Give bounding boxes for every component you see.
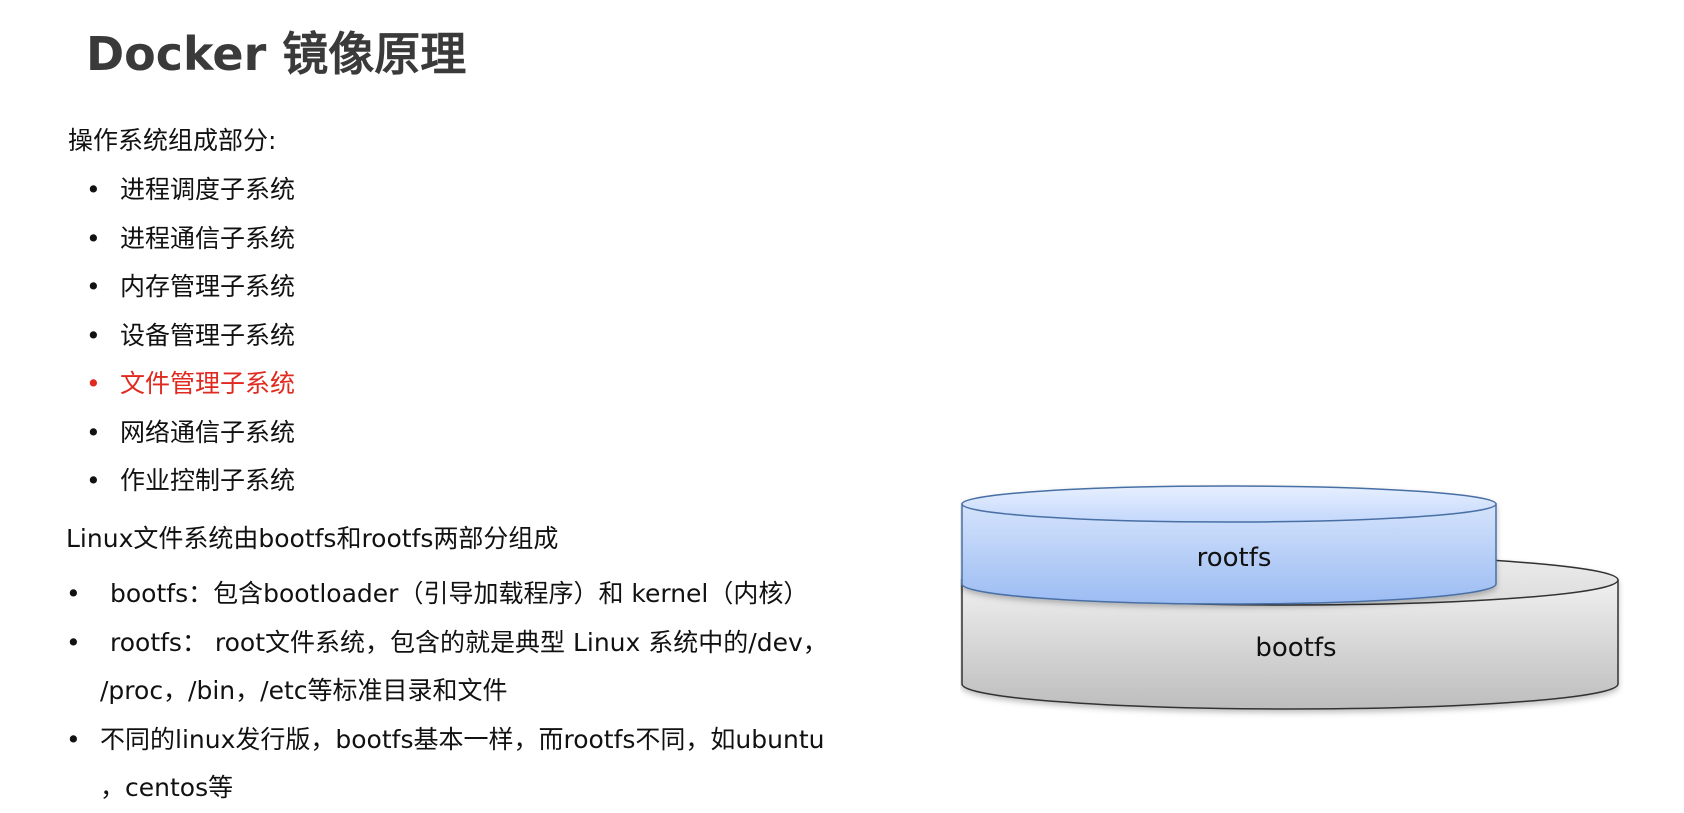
list-item: • 进程通信子系统 [86,215,295,264]
list-item-highlighted: • 文件管理子系统 [86,360,295,409]
list-item: • 网络通信子系统 [86,409,295,458]
bullet-icon: • [66,627,81,657]
linux-fs-list: • bootfs：包含bootloader（引导加载程序）和 kernel（内核… [66,570,906,813]
list-item: • 设备管理子系统 [86,312,295,361]
list-item: • 不同的linux发行版，bootfs基本一样，而rootfs不同，如ubun… [66,716,906,813]
list-item: • 作业控制子系统 [86,457,295,506]
os-components-list: • 进程调度子系统 • 进程通信子系统 • 内存管理子系统 • 设备管理子系统 • 文件管… [86,166,295,506]
list-item-label: 网络通信子系统 [120,417,296,447]
list-item: • 进程调度子系统 [86,166,295,215]
bullet-icon: • [86,466,101,495]
list-item-label: 文件管理子系统 [120,369,296,398]
list-item-label: 进程调度子系统 [120,175,296,204]
list-item-label: 进程通信子系统 [120,223,296,253]
list-item-label: 设备管理子系统 [120,320,296,350]
rootfs-cylinder-top [961,485,1497,523]
linux-fs-heading: Linux文件系统由bootfs和rootfs两部分组成 [66,524,559,553]
bullet-icon: • [86,175,101,204]
bullet-icon: • [86,417,101,447]
list-item-line: rootfs： root文件系统，包含的就是典型 Linux 系统中的/dev， [110,627,828,657]
bullet-icon: • [66,724,81,754]
list-item-line: 不同的linux发行版，bootfs基本一样，而rootfs不同，如ubuntu [100,724,825,754]
list-item-label: 内存管理子系统 [120,272,296,301]
bootfs-cylinder-body [961,579,1619,710]
bullet-icon: • [86,272,101,301]
list-item-line: ，centos等 [100,773,234,802]
rootfs-layer [961,485,1497,605]
page-title: Docker 镜像原理 [86,27,467,81]
list-item-line: /proc，/bin，/etc等标准目录和文件 [100,676,508,705]
os-components-heading: 操作系统组成部分: [68,126,277,155]
list-item: • 内存管理子系统 [86,263,295,312]
layer-diagram-svg: rootfs bootfs [961,485,1619,710]
list-item: • bootfs：包含bootloader（引导加载程序）和 kernel（内核… [66,570,906,619]
bootfs-label: bootfs [1255,633,1336,663]
bullet-icon: • [86,369,101,398]
rootfs-label: rootfs [1197,543,1272,573]
bullet-icon: • [66,579,81,608]
bullet-icon: • [86,223,101,253]
filesystem-layer-diagram: rootfs bootfs [960,484,1640,744]
list-item-label: 作业控制子系统 [120,466,296,495]
rootfs-cylinder-body [961,503,1497,605]
list-item-line: bootfs：包含bootloader（引导加载程序）和 kernel（内核） [110,579,809,608]
list-item: • rootfs： root文件系统，包含的就是典型 Linux 系统中的/de… [66,619,906,716]
bullet-icon: • [86,320,101,350]
